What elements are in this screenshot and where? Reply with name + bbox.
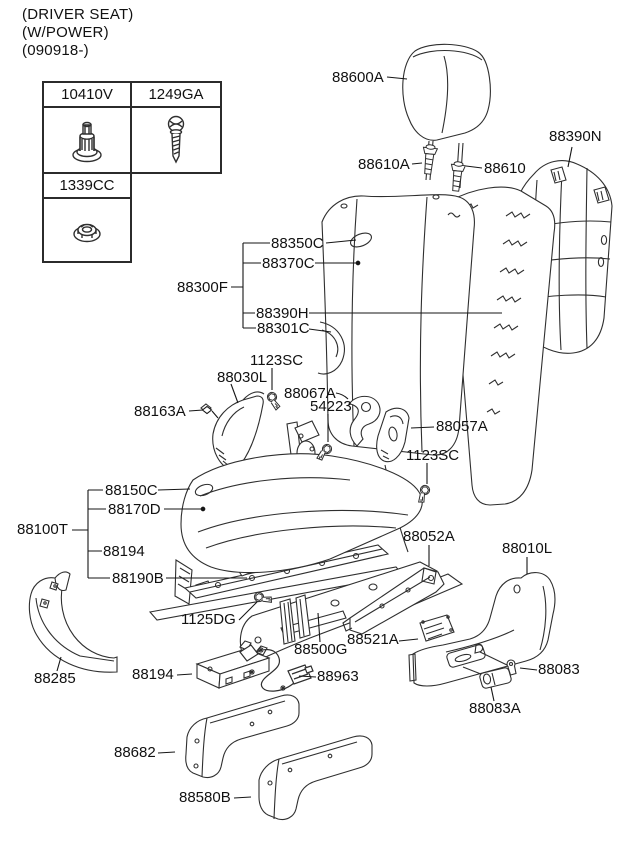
- callout-88194-upper[interactable]: 88194: [103, 543, 145, 560]
- callout-88600A[interactable]: 88600A: [332, 69, 384, 86]
- tapping-screw-icon: [167, 115, 185, 164]
- seat-cushion-art: [180, 453, 423, 574]
- headrest-guide-pin-art: [420, 143, 439, 176]
- flange-nut-icon: [73, 223, 101, 243]
- callout-88300F[interactable]: 88300F: [177, 279, 228, 296]
- callout-88682[interactable]: 88682: [114, 744, 156, 761]
- callout-88083[interactable]: 88083: [538, 661, 580, 678]
- side-shield-art: [408, 572, 556, 689]
- title-line-2: (W/POWER): [22, 24, 109, 41]
- front-trim-art: [28, 571, 118, 673]
- callout-88580B[interactable]: 88580B: [179, 789, 231, 806]
- callout-88350C[interactable]: 88350C: [271, 235, 324, 252]
- wiring-harness-art: [239, 644, 314, 692]
- callout-88083A[interactable]: 88083A: [469, 700, 521, 717]
- callout-88190B[interactable]: 88190B: [112, 570, 164, 587]
- callout-88390N[interactable]: 88390N: [549, 128, 602, 145]
- callout-88521A[interactable]: 88521A: [347, 631, 399, 648]
- fastener-cell-grommet: [42, 106, 132, 174]
- bolt-1123SC-art: [264, 390, 284, 412]
- rail-cover-art: [185, 694, 373, 821]
- headrest-guide-pin-art: [448, 160, 467, 193]
- fastener-cell-screw: [130, 106, 222, 174]
- callout-88194-lower[interactable]: 88194: [132, 666, 174, 683]
- headrest-art: [402, 43, 491, 189]
- callout-88067A[interactable]: 88067A: [284, 385, 336, 402]
- callout-1125DG[interactable]: 1125DG: [181, 611, 236, 628]
- callout-88170D[interactable]: 88170D: [108, 501, 161, 518]
- callout-88285[interactable]: 88285: [34, 670, 76, 687]
- diagram-title: (DRIVER SEAT) (W/POWER) (090918-): [22, 6, 134, 60]
- callout-88100T[interactable]: 88100T: [17, 521, 68, 538]
- callout-1123SC-side[interactable]: 1123SC: [406, 447, 460, 464]
- callout-88030L[interactable]: 88030L: [217, 369, 268, 386]
- callout-88610[interactable]: 88610: [484, 160, 526, 177]
- callout-88010L[interactable]: 88010L: [502, 540, 553, 557]
- callout-54223[interactable]: 54223: [310, 398, 352, 415]
- fastener-cell-nut: [42, 197, 132, 263]
- title-line-1: (DRIVER SEAT): [22, 6, 134, 23]
- callout-88057A[interactable]: 88057A: [436, 418, 488, 435]
- leader-lines: [56, 76, 573, 799]
- callout-88150C[interactable]: 88150C: [105, 482, 158, 499]
- seat-frame-art: [148, 544, 464, 665]
- callout-88370C[interactable]: 88370C: [262, 255, 315, 272]
- title-line-3: (090918-): [22, 42, 89, 59]
- callout-88610A[interactable]: 88610A: [358, 156, 410, 173]
- callout-1123SC-top[interactable]: 1123SC: [250, 352, 304, 369]
- callout-88390H[interactable]: 88390H: [256, 305, 309, 322]
- callout-88052A[interactable]: 88052A: [403, 528, 455, 545]
- callout-88500G[interactable]: 88500G: [294, 641, 348, 658]
- seatback-cushion-art: [317, 194, 475, 456]
- callout-88963[interactable]: 88963: [317, 668, 359, 685]
- grommet-fastener-icon: [72, 121, 102, 163]
- callout-88163A[interactable]: 88163A: [134, 403, 186, 420]
- callout-88301C[interactable]: 88301C: [257, 320, 310, 337]
